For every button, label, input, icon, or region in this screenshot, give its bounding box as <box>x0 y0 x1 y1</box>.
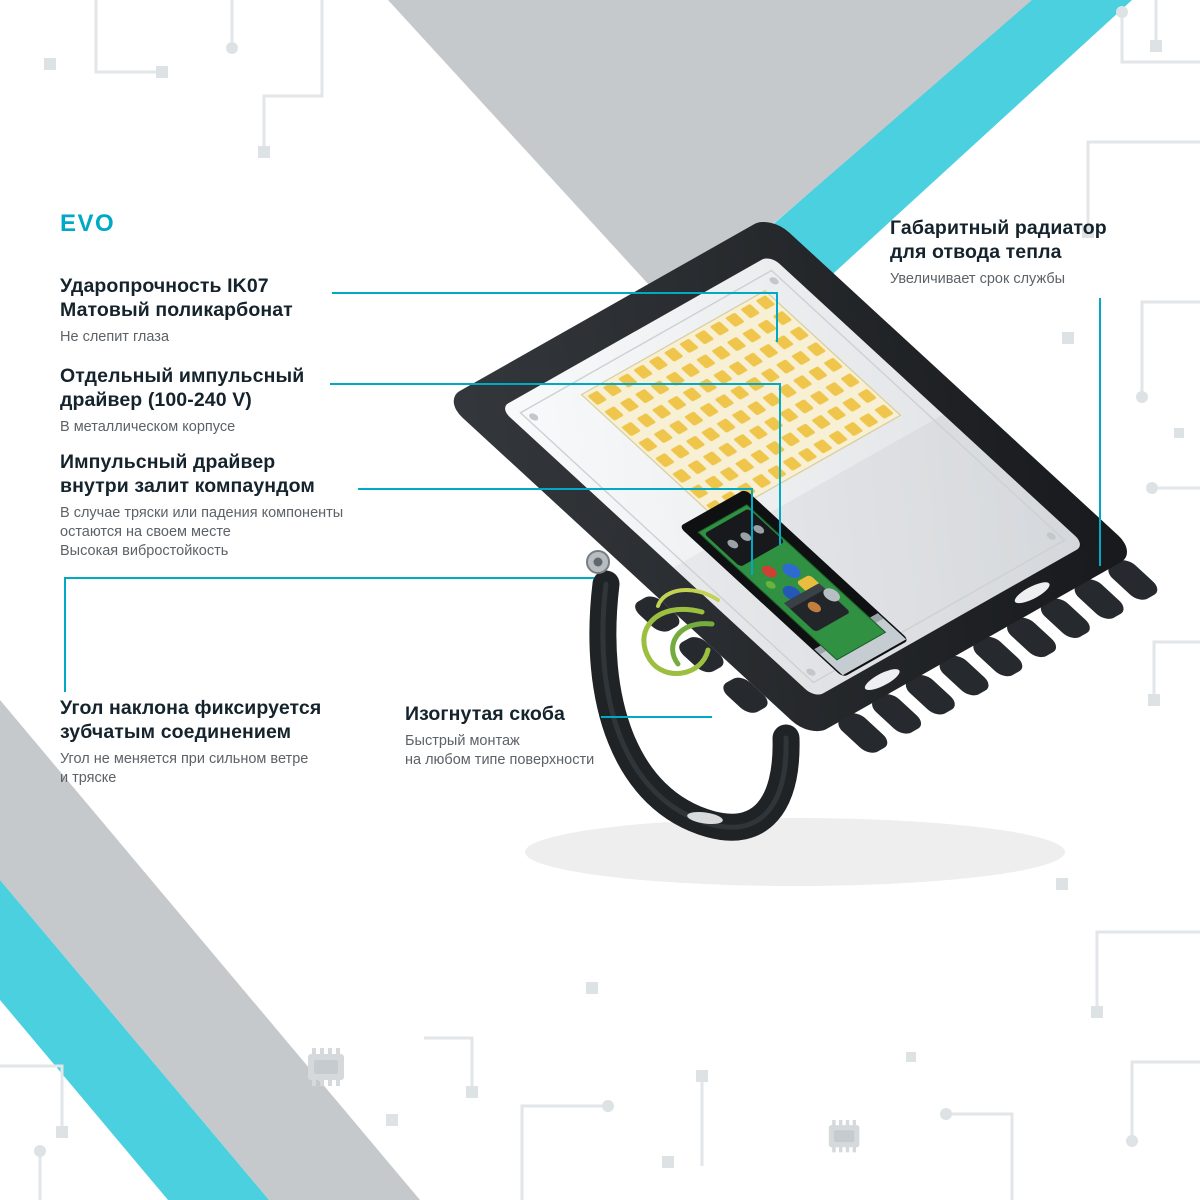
wires <box>641 587 720 676</box>
product-shadow <box>525 818 1065 886</box>
annotation-body: Угол не меняется при сильном ветре и тря… <box>60 751 309 786</box>
background-bands <box>0 0 1132 1200</box>
annotation-body: Увеличивает срок службы <box>890 271 1066 287</box>
annotation-body: В металлическом корпусе <box>60 419 236 435</box>
led-panel <box>581 291 900 520</box>
mounting-slots <box>864 582 1050 691</box>
callout-impact <box>332 292 778 342</box>
mounting-bracket <box>589 570 800 841</box>
annotation-impact-resistance: Ударопрочность IK07 Матовый поликарбонат… <box>60 274 293 347</box>
annotation-title: Ударопрочность IK07 Матовый поликарбонат <box>60 275 293 321</box>
annotation-title: Изогнутая скоба <box>405 703 565 725</box>
panel-screws <box>529 277 1056 676</box>
brand-logo: EVO <box>60 210 116 237</box>
callout-lines <box>64 292 1101 718</box>
annotation-curved-bracket: Изогнутая скоба Быстрый монтаж на любом … <box>405 702 594 770</box>
callout-driver <box>330 383 781 545</box>
annotation-title: Импульсный драйвер внутри залит компаунд… <box>60 451 315 497</box>
callout-angle <box>64 577 594 692</box>
annotation-body: В случае тряски или падения компоненты о… <box>60 505 344 559</box>
driver-compartment <box>679 489 909 677</box>
cyan-band-top <box>770 0 1132 283</box>
annotation-body: Не слепит глаза <box>60 329 170 345</box>
floodlight-illustration <box>421 215 1172 886</box>
callout-compound <box>358 488 753 575</box>
cyan-band-bottom <box>0 880 269 1200</box>
annotation-title: Отдельный импульсный драйвер (100-240 V) <box>60 365 305 411</box>
gray-band-top <box>388 0 1036 310</box>
annotation-compound-filled-driver: Импульсный драйвер внутри залит компаунд… <box>60 450 343 561</box>
annotation-title: Габаритный радиатор для отвода тепла <box>890 217 1107 263</box>
hinge-knob <box>586 550 610 574</box>
chip-icon <box>828 1120 860 1153</box>
annotation-body: Быстрый монтаж на любом типе поверхности <box>405 733 595 768</box>
chip-icon <box>308 1048 344 1086</box>
annotation-title: Угол наклона фиксируется зубчатым соедин… <box>60 697 322 743</box>
annotation-separate-driver: Отдельный импульсный драйвер (100-240 V)… <box>60 364 304 437</box>
annotation-tilt-angle-lock: Угол наклона фиксируется зубчатым соедин… <box>60 696 321 788</box>
heatsink-fins <box>635 560 1158 753</box>
annotation-heat-radiator: Габаритный радиатор для отвода тепла Уве… <box>890 216 1107 289</box>
